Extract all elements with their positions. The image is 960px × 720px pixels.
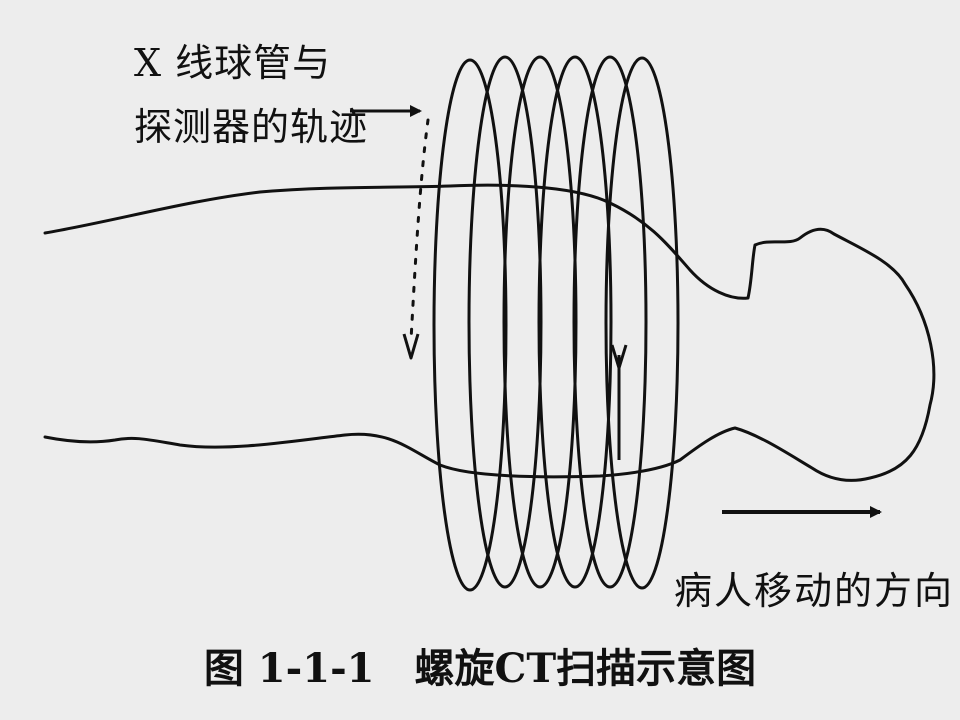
arrow-down-icon: [402, 333, 420, 360]
dotted-start-path: [409, 118, 430, 342]
figure-caption: 图 1-1-1 螺旋CT扫描示意图: [0, 636, 960, 694]
figure-title: 螺旋CT扫描示意图: [414, 645, 757, 692]
patient-body-outline: [43, 183, 936, 482]
helix-loop: [537, 55, 613, 589]
trajectory-end-arrow: [610, 344, 628, 460]
figure-number: 图 1-1-1: [203, 645, 375, 692]
helix-loop: [604, 56, 680, 590]
helix-loop: [502, 55, 578, 589]
helix-loop: [467, 55, 543, 589]
patient-direction-label: 病人移动的方向: [674, 569, 955, 613]
helix-loop: [432, 58, 508, 592]
helical-scan-path: [432, 55, 680, 592]
trajectory-label-line2: 探测器的轨迹: [134, 105, 369, 149]
trajectory-start-arrow: [402, 118, 430, 360]
helix-loop: [572, 55, 648, 589]
body-upper-contour: [43, 183, 936, 482]
trajectory-label-line1: X 线球管与: [134, 41, 332, 85]
arrow-down-icon: [610, 344, 628, 370]
